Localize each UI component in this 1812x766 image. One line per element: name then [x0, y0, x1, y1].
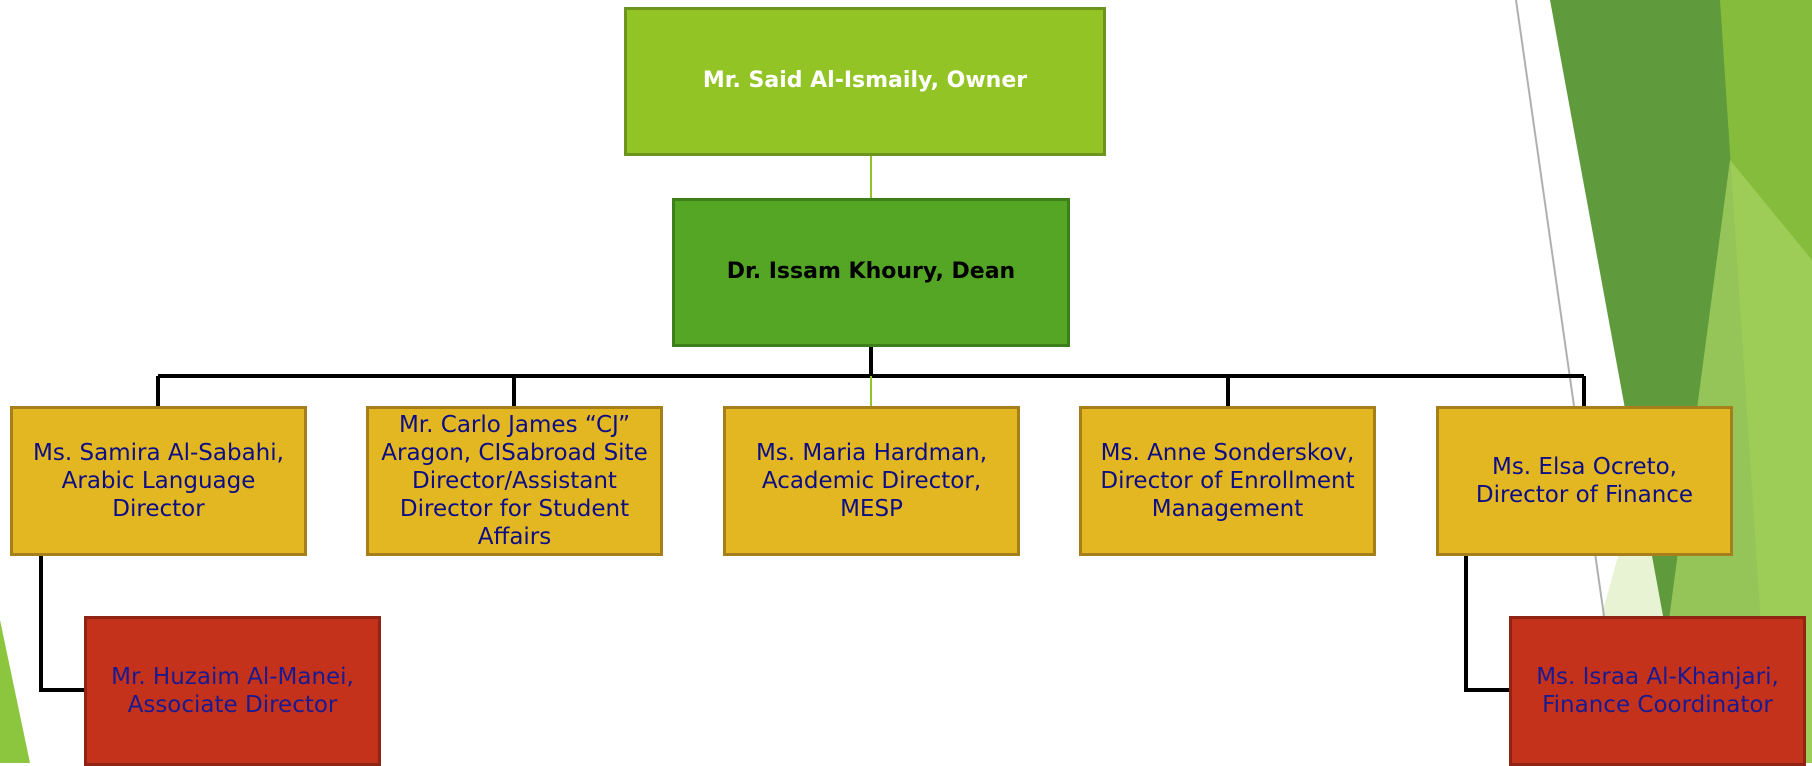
director-box: Ms. Anne Sonderskov, Director of Enrollm… — [1079, 406, 1376, 556]
owner-box: Mr. Said Al-Ismaily, Owner — [624, 7, 1106, 156]
staff-2-connector — [1464, 556, 1511, 692]
staff-box: Ms. Israa Al-Khanjari, Finance Coordinat… — [1509, 616, 1806, 766]
director-box: Ms. Elsa Ocreto, Director of Finance — [1436, 406, 1733, 556]
dean-box: Dr. Issam Khoury, Dean — [672, 198, 1070, 347]
staff-box: Mr. Huzaim Al-Manei, Associate Director — [84, 616, 381, 766]
director-box: Mr. Carlo James “CJ” Aragon, CISabroad S… — [366, 406, 663, 556]
director-box: Ms. Maria Hardman, Academic Director, ME… — [723, 406, 1020, 556]
staff-1-connector — [39, 556, 86, 692]
director-box: Ms. Samira Al-Sabahi, Arabic Language Di… — [10, 406, 307, 556]
left-accent-shape — [0, 620, 30, 763]
